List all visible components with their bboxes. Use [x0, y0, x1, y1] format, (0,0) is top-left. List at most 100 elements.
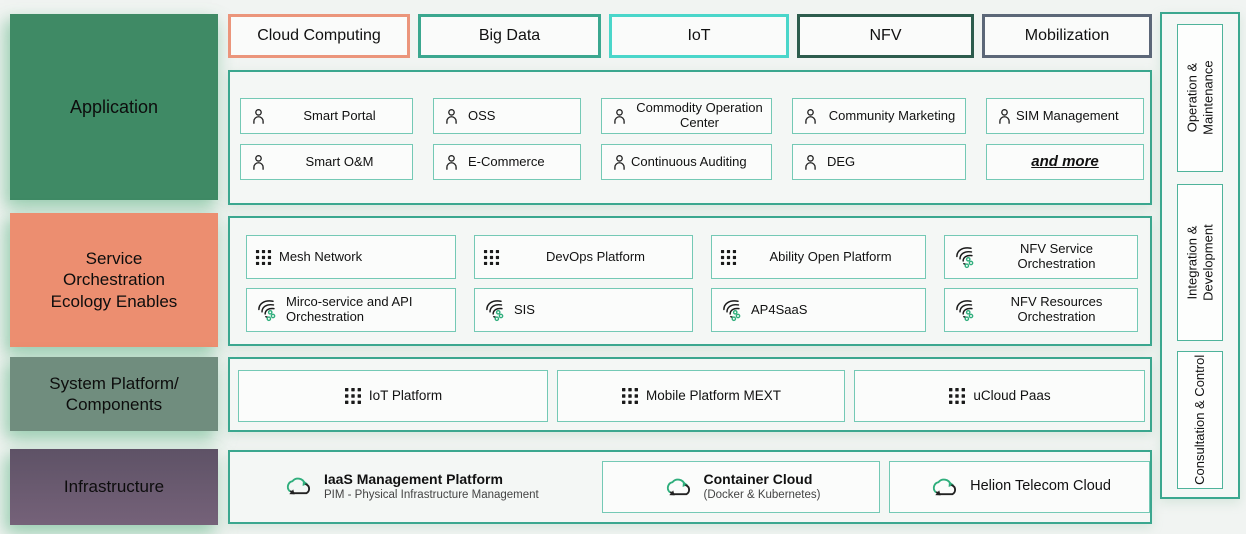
app-item-sim-management: SIM Management — [986, 98, 1144, 134]
stream-icon — [483, 298, 507, 322]
item-label: DevOps Platform — [546, 248, 645, 264]
item-label: SIM Management — [1016, 107, 1119, 123]
svc-item-mesh-network: Mesh Network — [246, 235, 456, 279]
layer-label: Service Orchestration Ecology Enables — [50, 249, 178, 311]
app-item-e-commerce: E-Commerce — [433, 144, 581, 180]
grid-icon — [255, 249, 272, 266]
item-label: Commodity Operation Center — [636, 100, 763, 130]
item-label: NFV Service Orchestration — [1017, 241, 1096, 271]
item-label: Smart O&M — [305, 153, 374, 169]
tab-label: IoT — [687, 27, 711, 44]
grid-icon — [483, 249, 500, 266]
application-container: Smart Portal OSS Commodity Operation Cen… — [228, 70, 1152, 205]
stream-icon — [953, 298, 977, 322]
tab-label: Cloud Computing — [257, 27, 381, 44]
item-label: Mesh Network — [279, 248, 363, 264]
svc-item-sis: SIS — [474, 288, 693, 332]
app-item-and-more: and more — [986, 144, 1144, 180]
lifecycle-integration-development: Integration & Development — [1177, 184, 1223, 341]
infra-item-subtitle: PIM - Physical Infrastructure Management — [324, 489, 539, 502]
item-label: uCloud Paas — [973, 388, 1051, 404]
item-label: Continuous Auditing — [631, 153, 747, 169]
item-label: SIS — [514, 301, 535, 317]
person-icon — [442, 107, 461, 126]
grid-icon — [621, 387, 639, 405]
app-item-smart-portal: Smart Portal — [240, 98, 413, 134]
grid-icon — [948, 387, 966, 405]
app-item-deg: DEG — [792, 144, 966, 180]
layer-label: System Platform/ Components — [49, 373, 179, 414]
app-item-commodity-operation-center: Commodity Operation Center — [601, 98, 772, 134]
svc-item-ap4saas: AP4SaaS — [711, 288, 926, 332]
item-label: OSS — [468, 107, 496, 123]
item-label: IoT Platform — [368, 388, 443, 404]
infra-item-helion-telecom-cloud: Helion Telecom Cloud — [889, 461, 1150, 513]
infra-item-title: Container Cloud — [703, 471, 813, 488]
item-label: Community Marketing — [828, 107, 956, 123]
app-item-continuous-auditing: Continuous Auditing — [601, 144, 772, 180]
cloud-sync-icon — [662, 475, 694, 500]
person-icon — [442, 153, 461, 172]
layer-infrastructure: Infrastructure — [10, 449, 218, 525]
lifecycle-consultation-control: Consultation & Control — [1177, 351, 1223, 489]
infra-item-iaas-management-platform: IaaS Management Platform PIM - Physical … — [282, 471, 588, 502]
tab-label: Mobilization — [1024, 27, 1110, 44]
cloud-sync-icon — [282, 474, 314, 499]
item-label: Mobile Platform MEXT — [645, 388, 782, 404]
layer-application: Application — [10, 14, 218, 200]
infrastructure-container: IaaS Management Platform PIM - Physical … — [228, 450, 1152, 524]
app-item-smart-om: Smart O&M — [240, 144, 413, 180]
system-platform-container: IoT Platform Mobile Platform MEXT uCloud… — [228, 357, 1152, 432]
person-icon — [610, 153, 629, 172]
person-icon — [801, 153, 820, 172]
sys-item-ucloud-paas: uCloud Paas — [854, 370, 1145, 422]
technology-tabs: Cloud Computing Big Data IoT NFV Mobiliz… — [228, 14, 1152, 58]
svc-item-nfv-resources-orchestration: NFV Resources Orchestration — [944, 288, 1138, 332]
layer-system-platform: System Platform/ Components — [10, 357, 218, 431]
stream-icon — [953, 245, 977, 269]
person-icon — [249, 107, 268, 126]
app-item-community-marketing: Community Marketing — [792, 98, 966, 134]
person-icon — [610, 107, 629, 126]
item-label: Mirco-service and API Orchestration — [286, 294, 413, 324]
svc-item-devops-platform: DevOps Platform — [474, 235, 693, 279]
tab-mobilization[interactable]: Mobilization — [982, 14, 1152, 58]
item-label: AP4SaaS — [751, 301, 808, 317]
layer-label: Infrastructure — [63, 477, 165, 497]
cloud-sync-icon — [928, 475, 960, 500]
item-label: Ability Open Platform — [769, 248, 892, 264]
sys-item-iot-platform: IoT Platform — [238, 370, 548, 422]
tab-big-data[interactable]: Big Data — [418, 14, 601, 58]
item-label: NFV Resources Orchestration — [1010, 294, 1103, 324]
layer-label: Application — [69, 96, 159, 117]
lifecycle-label: Consultation & Control — [1192, 354, 1208, 486]
item-label: and more — [1031, 153, 1099, 171]
item-label: E-Commerce — [468, 153, 545, 169]
grid-icon — [344, 387, 362, 405]
infra-item-container-cloud: Container Cloud (Docker & Kubernetes) — [602, 461, 880, 513]
service-orchestration-container: Mesh Network DevOps Platform Ability Ope… — [228, 216, 1152, 346]
person-icon — [249, 153, 268, 172]
item-label: Smart Portal — [303, 107, 376, 123]
layer-service-orchestration: Service Orchestration Ecology Enables — [10, 213, 218, 347]
stream-icon — [720, 298, 744, 322]
svc-item-mircoservice-api-orchestration: Mirco-service and API Orchestration — [246, 288, 456, 332]
tab-iot[interactable]: IoT — [609, 14, 789, 58]
tab-label: Big Data — [478, 27, 541, 44]
lifecycle-column: Operation & Maintenance Integration & De… — [1160, 12, 1240, 499]
item-label: DEG — [827, 153, 856, 169]
sys-item-mobile-platform-mext: Mobile Platform MEXT — [557, 370, 845, 422]
infra-item-title: Helion Telecom Cloud — [970, 478, 1111, 495]
svc-item-ability-open-platform: Ability Open Platform — [711, 235, 926, 279]
tab-nfv[interactable]: NFV — [797, 14, 974, 58]
infra-item-title: IaaS Management Platform — [324, 471, 503, 488]
svc-item-nfv-service-orchestration: NFV Service Orchestration — [944, 235, 1138, 279]
app-item-oss: OSS — [433, 98, 581, 134]
tab-cloud-computing[interactable]: Cloud Computing — [228, 14, 410, 58]
stream-icon — [255, 298, 279, 322]
grid-icon — [720, 249, 737, 266]
lifecycle-label: Integration & Development — [1184, 224, 1215, 301]
person-icon — [801, 107, 820, 126]
lifecycle-operation-maintenance: Operation & Maintenance — [1177, 24, 1223, 172]
